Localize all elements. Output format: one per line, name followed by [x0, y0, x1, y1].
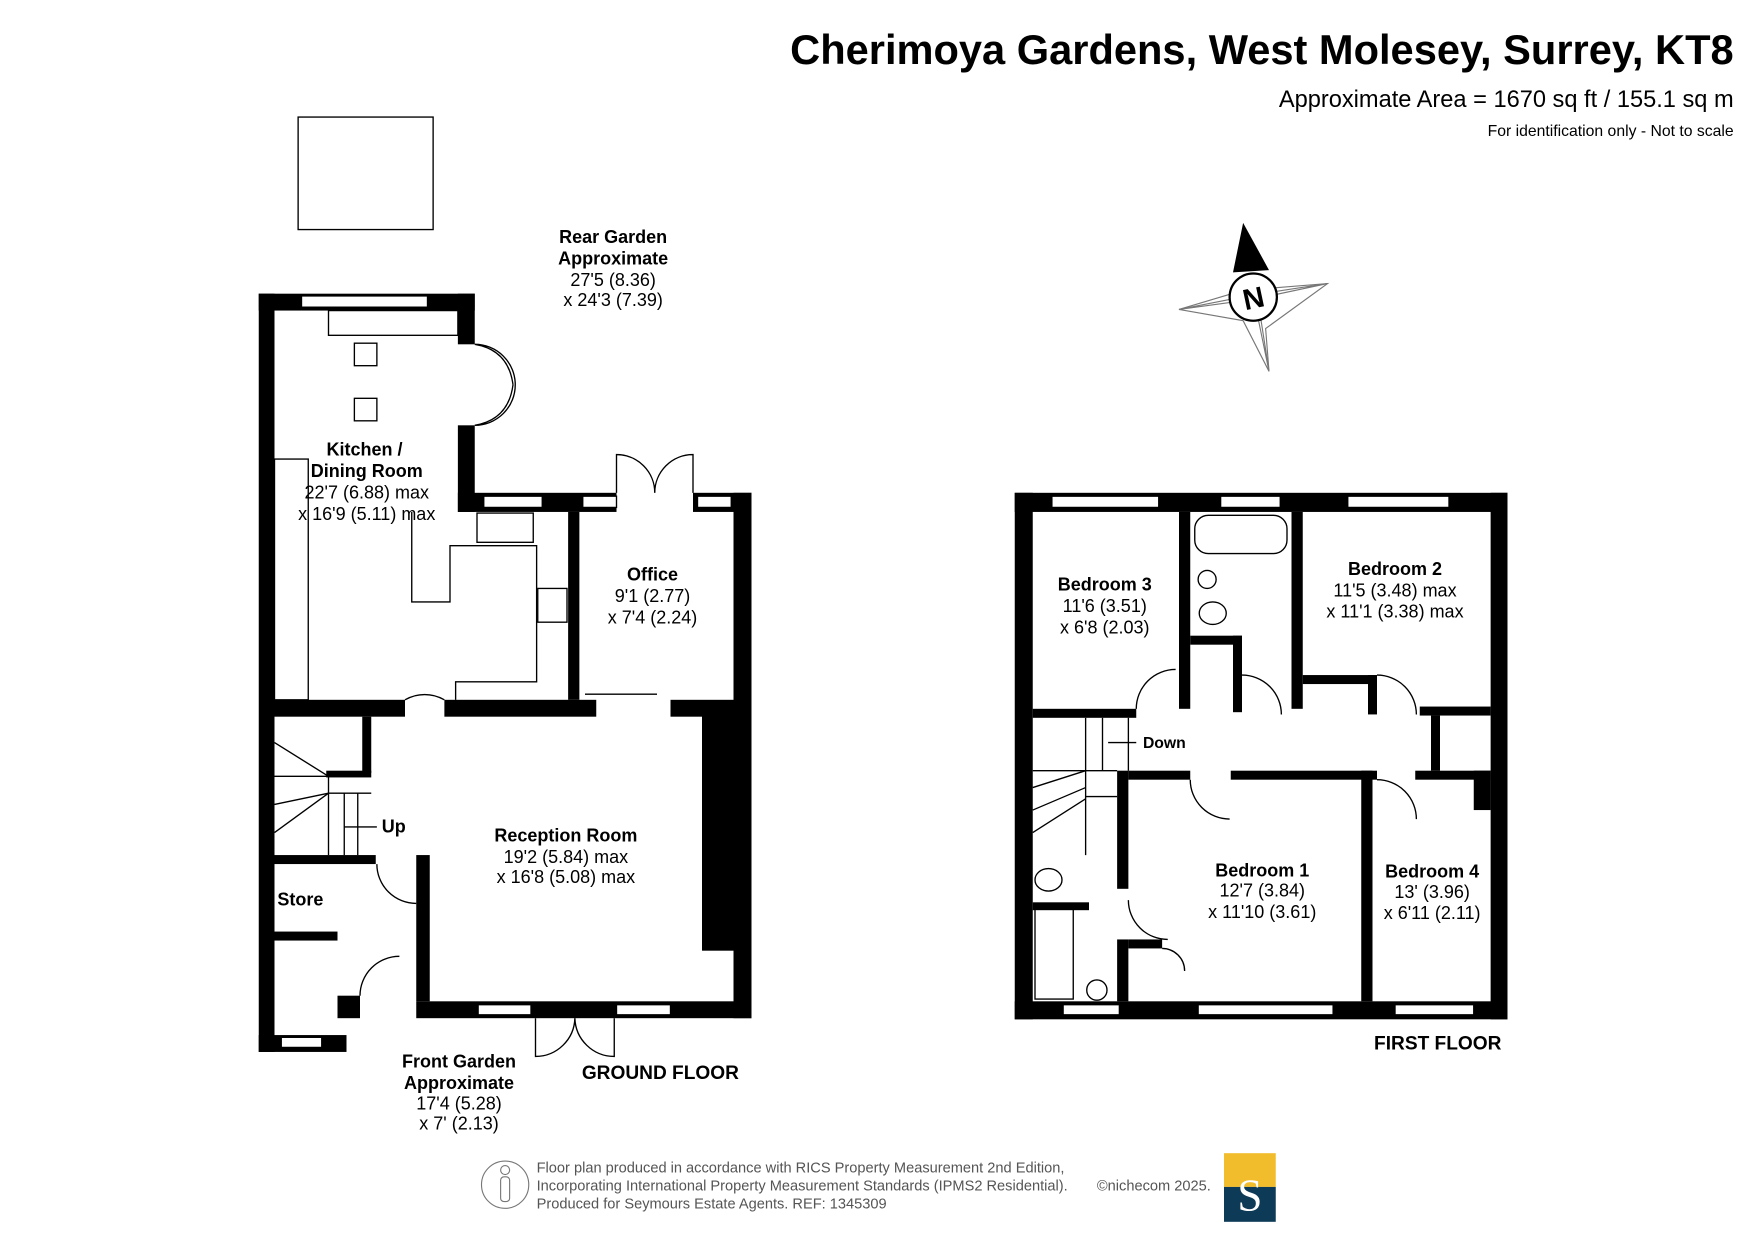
svg-text:Kitchen /: Kitchen / [326, 440, 402, 460]
stairs-up-label: Up [382, 817, 406, 837]
front-garden-label: Front Garden Approximate 17'4 (5.28) x 7… [402, 1052, 516, 1134]
footer-line-2: Incorporating International Property Mea… [537, 1178, 1068, 1194]
store-label: Store [277, 890, 323, 910]
stairs-down-label: Down [1143, 735, 1186, 752]
svg-text:Bedroom 1: Bedroom 1 [1215, 860, 1309, 880]
svg-text:19'2 (5.84) max: 19'2 (5.84) max [504, 847, 629, 867]
copyright: ©nichecom 2025. [1097, 1178, 1211, 1194]
svg-text:17'4 (5.28): 17'4 (5.28) [416, 1093, 502, 1113]
svg-text:11'5 (3.48) max: 11'5 (3.48) max [1333, 580, 1456, 600]
svg-text:x 11'1 (3.38) max: x 11'1 (3.38) max [1326, 602, 1463, 622]
compass-icon: N [1178, 222, 1330, 372]
svg-text:13' (3.96): 13' (3.96) [1394, 882, 1469, 902]
footer-line-1: Floor plan produced in accordance with R… [537, 1160, 1065, 1176]
svg-text:Bedroom 2: Bedroom 2 [1348, 559, 1442, 579]
svg-text:x 6'11 (2.11): x 6'11 (2.11) [1384, 903, 1481, 923]
svg-text:x 7' (2.13): x 7' (2.13) [419, 1114, 498, 1134]
svg-text:Office: Office [627, 565, 678, 585]
svg-text:x 24'3 (7.39): x 24'3 (7.39) [563, 290, 663, 310]
rear-garden-label: Rear Garden Approximate 27'5 (8.36) x 24… [558, 227, 668, 310]
footer-line-3: Produced for Seymours Estate Agents. REF… [537, 1196, 887, 1212]
svg-text:27'5 (8.36): 27'5 (8.36) [570, 270, 656, 290]
svg-text:x 11'10 (3.61): x 11'10 (3.61) [1208, 902, 1316, 922]
ground-floor-walls [258, 293, 752, 1058]
svg-text:Bedroom 4: Bedroom 4 [1385, 862, 1479, 882]
bedroom-2-label: Bedroom 2 11'5 (3.48) max x 11'1 (3.38) … [1326, 559, 1463, 622]
bedroom-1-label: Bedroom 1 12'7 (3.84) x 11'10 (3.61) [1208, 860, 1316, 922]
svg-text:Bedroom 3: Bedroom 3 [1058, 575, 1152, 595]
property-title: Cherimoya Gardens, West Molesey, Surrey,… [790, 26, 1733, 73]
svg-text:22'7 (6.88) max: 22'7 (6.88) max [305, 482, 429, 502]
svg-text:x 16'8 (5.08) max: x 16'8 (5.08) max [497, 867, 636, 887]
svg-text:Rear Garden: Rear Garden [559, 227, 667, 247]
first-floor-walls [1014, 492, 1508, 1020]
disclaimer: For identification only - Not to scale [1488, 123, 1734, 140]
svg-text:12'7 (3.84): 12'7 (3.84) [1220, 881, 1306, 901]
svg-text:Dining Room: Dining Room [311, 461, 423, 481]
svg-text:Front Garden: Front Garden [402, 1052, 516, 1072]
first-floor-label: FIRST FLOOR [1374, 1034, 1502, 1055]
svg-text:x 7'4 (2.24): x 7'4 (2.24) [608, 607, 697, 627]
svg-text:Reception Room: Reception Room [494, 826, 637, 846]
ground-floor-label: GROUND FLOOR [582, 1063, 739, 1084]
office-label: Office 9'1 (2.77) x 7'4 (2.24) [608, 565, 697, 628]
svg-text:11'6 (3.51): 11'6 (3.51) [1063, 596, 1147, 616]
svg-text:S: S [1237, 1171, 1262, 1221]
person-scale-icon [480, 1160, 530, 1209]
approximate-area: Approximate Area = 1670 sq ft / 155.1 sq… [1279, 87, 1734, 113]
bedroom-4-label: Bedroom 4 13' (3.96) x 6'11 (2.11) [1384, 862, 1481, 924]
kitchen-dining-room-label: Kitchen / Dining Room 22'7 (6.88) max x … [298, 440, 435, 524]
svg-text:Approximate: Approximate [558, 248, 668, 268]
bedroom-3-label: Bedroom 3 11'6 (3.51) x 6'8 (2.03) [1058, 575, 1152, 638]
seymours-logo: S [1224, 1153, 1276, 1222]
svg-text:9'1 (2.77): 9'1 (2.77) [615, 586, 690, 606]
garden-shed [297, 116, 434, 231]
svg-text:Approximate: Approximate [404, 1073, 514, 1093]
reception-room-label: Reception Room 19'2 (5.84) max x 16'8 (5… [494, 826, 637, 888]
svg-text:x 6'8 (2.03): x 6'8 (2.03) [1060, 617, 1149, 637]
svg-text:x 16'9 (5.11) max: x 16'9 (5.11) max [298, 504, 435, 524]
